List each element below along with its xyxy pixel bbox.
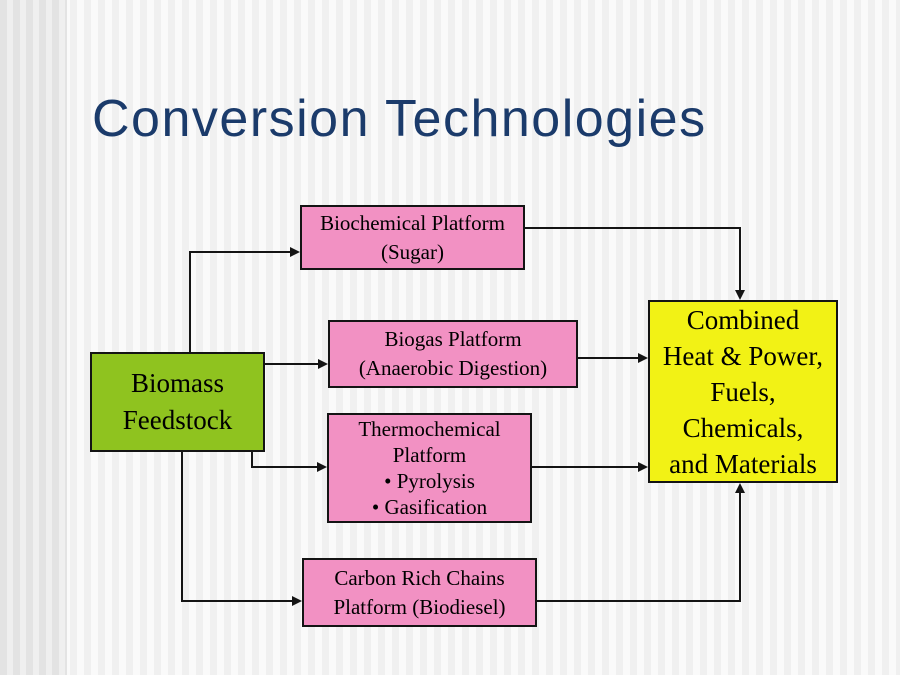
biogas-platform-label-line2: (Anaerobic Digestion) — [358, 356, 548, 380]
biomass-feedstock-label-line1: Biomass — [130, 368, 224, 398]
thermochemical-platform-box: Thermochemical Platform • Pyrolysis • Ga… — [327, 413, 532, 523]
carbon-rich-chains-platform-box: Carbon Rich Chains Platform (Biodiesel) — [302, 558, 537, 627]
connector-feedstock-to-carbon — [181, 452, 302, 606]
thermochemical-bullet-gasification: • Gasification — [371, 495, 488, 519]
carbon-platform-label-line1: Carbon Rich Chains — [334, 565, 505, 590]
biochemical-platform-label-line1: Biochemical Platform — [320, 210, 505, 235]
output-label-line3: Fuels, — [710, 376, 776, 407]
output-label-line2: Heat & Power, — [662, 340, 824, 371]
connector-feedstock-to-biochemical — [189, 247, 300, 352]
left-stripe-band — [0, 0, 67, 675]
biomass-feedstock-label-line2: Feedstock — [122, 405, 233, 435]
biomass-feedstock-box: Biomass Feedstock — [90, 352, 265, 452]
connector-carbon-to-output — [537, 483, 745, 602]
biogas-platform-box: Biogas Platform (Anaerobic Digestion) — [328, 320, 578, 388]
output-label-line4: Chemicals, — [682, 412, 804, 443]
connector-feedstock-to-thermochemical — [251, 452, 327, 472]
thermochemical-bullet-pyrolysis: • Pyrolysis — [384, 469, 475, 493]
combined-output-box: Combined Heat & Power, Fuels, Chemicals,… — [648, 300, 838, 483]
output-label-line5: and Materials — [669, 448, 817, 479]
output-label-line1: Combined — [686, 304, 800, 335]
slide-title: Conversion Technologies — [92, 90, 707, 148]
biochemical-platform-box: Biochemical Platform (Sugar) — [300, 205, 525, 270]
connector-biochemical-to-output — [525, 227, 745, 300]
biochemical-platform-label-line2: (Sugar) — [381, 239, 444, 264]
carbon-platform-label-line2: Platform (Biodiesel) — [333, 594, 506, 619]
thermochemical-platform-label-line2: Platform — [392, 443, 467, 467]
thermochemical-platform-label-line1: Thermochemical — [358, 417, 501, 441]
biogas-platform-label-line1: Biogas Platform — [384, 327, 522, 351]
